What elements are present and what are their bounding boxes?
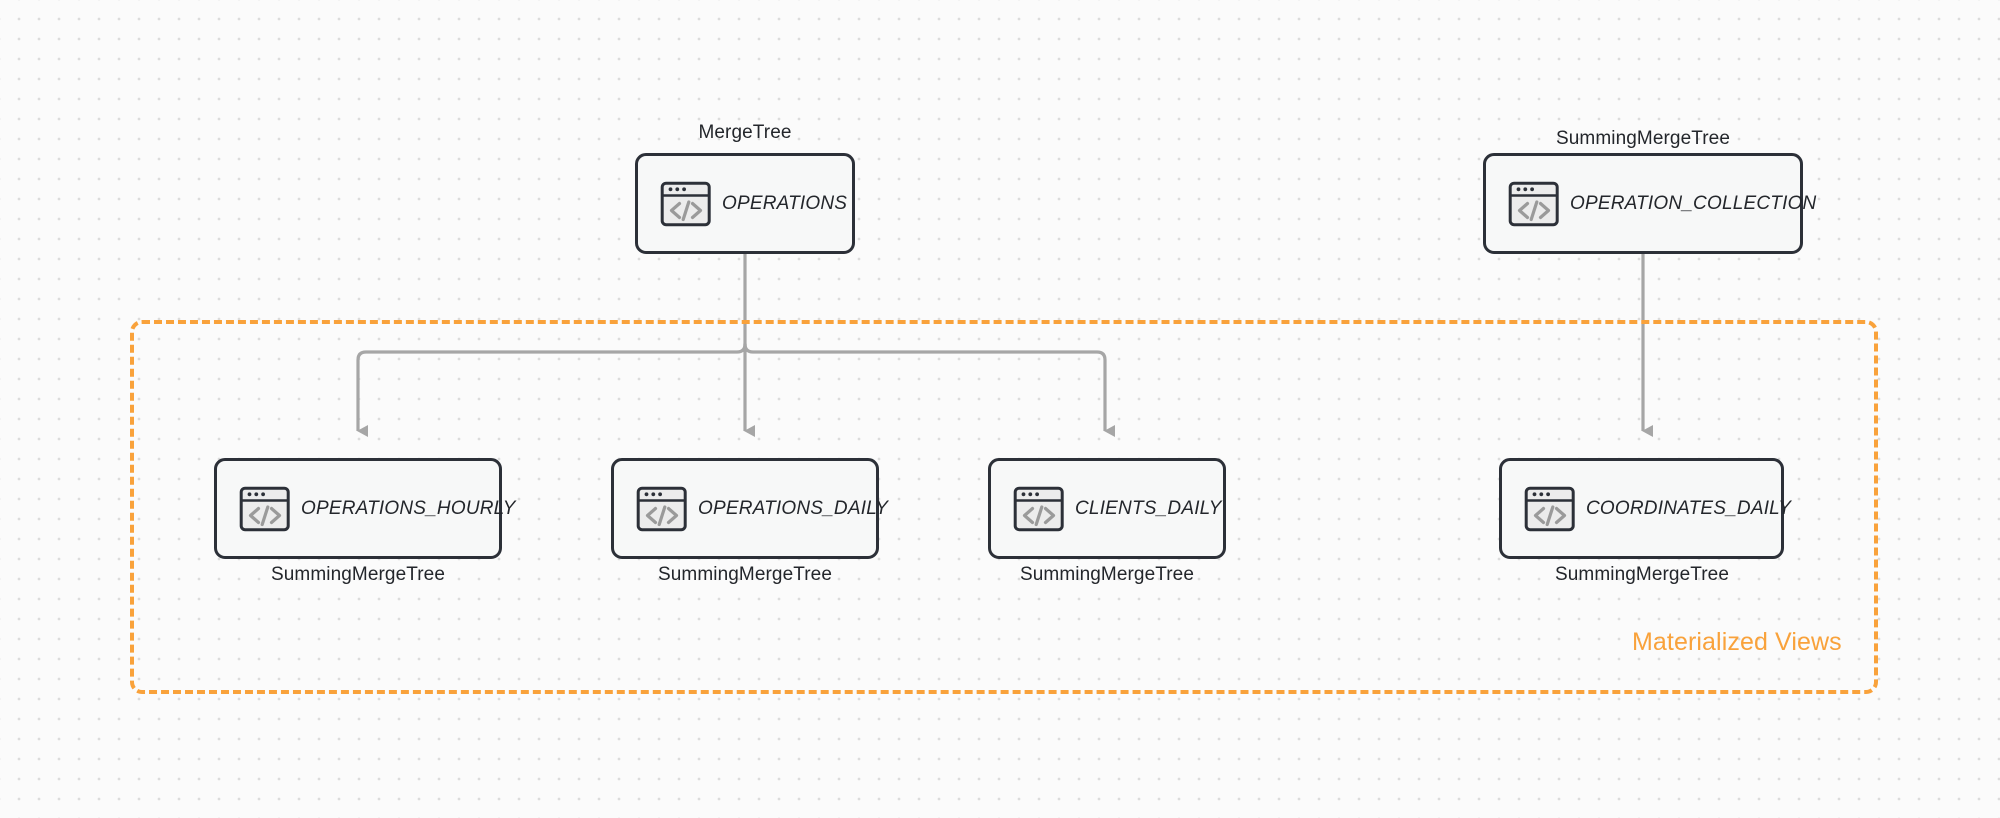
caption-coordinates-daily-engine: SummingMergeTree [1554, 564, 1730, 585]
code-window-icon [1508, 181, 1559, 226]
node-operations-hourly[interactable]: OPERATIONS_HOURLY [214, 458, 515, 559]
code-window-icon [1524, 486, 1575, 531]
node-operation-collection-label: OPERATION_COLLECTION [1570, 192, 1817, 214]
materialized-views-group-label: Materialized Views [1632, 628, 1842, 656]
materialized-views-group [130, 320, 1878, 694]
node-operations-label: OPERATIONS [722, 192, 848, 214]
node-operations-daily-label: OPERATIONS_DAILY [698, 497, 889, 519]
node-operations-daily[interactable]: OPERATIONS_DAILY [611, 458, 888, 559]
node-clients-daily-label: CLIENTS_DAILY [1075, 497, 1222, 519]
code-window-icon [239, 486, 290, 531]
caption-operations-hourly-engine: SummingMergeTree [270, 564, 446, 585]
caption-operations-engine: MergeTree [698, 122, 792, 143]
caption-operations-daily-engine: SummingMergeTree [657, 564, 833, 585]
node-clients-daily[interactable]: CLIENTS_DAILY [988, 458, 1226, 559]
node-coordinates-daily[interactable]: COORDINATES_DAILY [1499, 458, 1791, 559]
code-window-icon [660, 181, 711, 226]
caption-operation-collection-engine: SummingMergeTree [1555, 128, 1731, 149]
node-operation-collection[interactable]: OPERATION_COLLECTION [1483, 153, 1816, 254]
node-coordinates-daily-label: COORDINATES_DAILY [1586, 497, 1792, 519]
code-window-icon [636, 486, 687, 531]
node-operations[interactable]: OPERATIONS [635, 153, 855, 254]
code-window-icon [1013, 486, 1064, 531]
caption-clients-daily-engine: SummingMergeTree [1019, 564, 1195, 585]
node-operations-hourly-label: OPERATIONS_HOURLY [301, 497, 516, 519]
